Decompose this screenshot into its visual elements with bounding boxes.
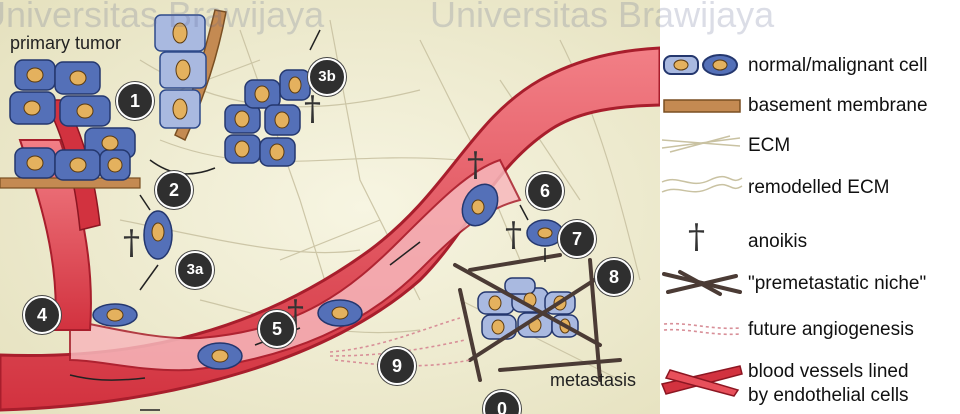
- vessel-icon: [660, 360, 744, 400]
- step-marker: 1: [116, 82, 154, 120]
- legend-label: normal/malignant cell: [748, 56, 928, 76]
- step-marker: 5: [258, 310, 296, 348]
- legend-label: by endothelial cells: [748, 386, 909, 406]
- legend-label: remodelled ECM: [748, 178, 890, 198]
- legend-label: anoikis: [748, 232, 807, 252]
- step-marker: 7: [558, 220, 596, 258]
- step-marker: 4: [23, 296, 61, 334]
- primary-tumor-label: primary tumor: [10, 33, 121, 54]
- step-marker: 8: [595, 258, 633, 296]
- dagger-icon: †: [688, 220, 705, 254]
- legend-label: "premetastatic niche": [748, 274, 926, 294]
- metastasis-label: metastasis: [550, 370, 636, 391]
- legend-label: basement membrane: [748, 96, 928, 116]
- ecm-icon: [660, 132, 744, 156]
- anoikis-dagger-icon: †: [123, 226, 140, 260]
- legend-label: future angiogenesis: [748, 320, 914, 340]
- anoikis-dagger-icon: †: [304, 92, 321, 126]
- angiogenesis-icon: [660, 318, 744, 338]
- step-marker: 3b: [308, 58, 346, 96]
- step-marker: 2: [155, 171, 193, 209]
- legend: normal/malignant cell basement membrane …: [660, 0, 960, 414]
- step-marker: 9: [378, 347, 416, 385]
- normal-epithelium: [155, 15, 206, 128]
- anoikis-dagger-icon: †: [467, 148, 484, 182]
- niche-icon: [660, 268, 744, 298]
- legend-label: blood vessels lined: [748, 362, 909, 382]
- legend-label: ECM: [748, 136, 790, 156]
- step-marker: 6: [526, 172, 564, 210]
- remodelled-ecm-icon: [660, 172, 744, 200]
- step-marker: 3a: [176, 251, 214, 289]
- cell-icon: [660, 52, 744, 78]
- membrane-icon: [660, 96, 744, 116]
- anoikis-dagger-icon: †: [505, 218, 522, 252]
